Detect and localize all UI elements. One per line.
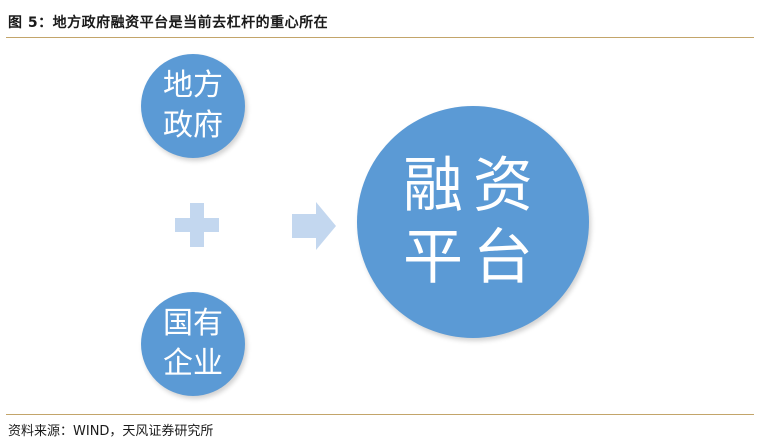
- plus-icon: [175, 203, 219, 247]
- source-note: 资料来源：WIND，天风证券研究所: [8, 424, 214, 439]
- state-owned-enterprise-line-1: 国有: [163, 306, 223, 341]
- financing-platform-circle: 融资 平台: [357, 106, 589, 338]
- local-government-line-1: 地方: [163, 68, 223, 103]
- bottom-divider: [6, 414, 754, 415]
- arrow-right-icon: [292, 202, 336, 250]
- local-government-circle: 地方 政府: [141, 54, 245, 158]
- state-owned-enterprise-circle: 国有 企业: [141, 292, 245, 396]
- figure-title: 图 5：地方政府融资平台是当前去杠杆的重心所在: [8, 15, 329, 31]
- state-owned-enterprise-line-2: 企业: [163, 346, 223, 381]
- top-divider: [6, 37, 754, 38]
- financing-platform-line-2: 平台: [403, 223, 543, 293]
- financing-platform-line-1: 融资: [403, 151, 543, 221]
- local-government-line-2: 政府: [163, 108, 223, 143]
